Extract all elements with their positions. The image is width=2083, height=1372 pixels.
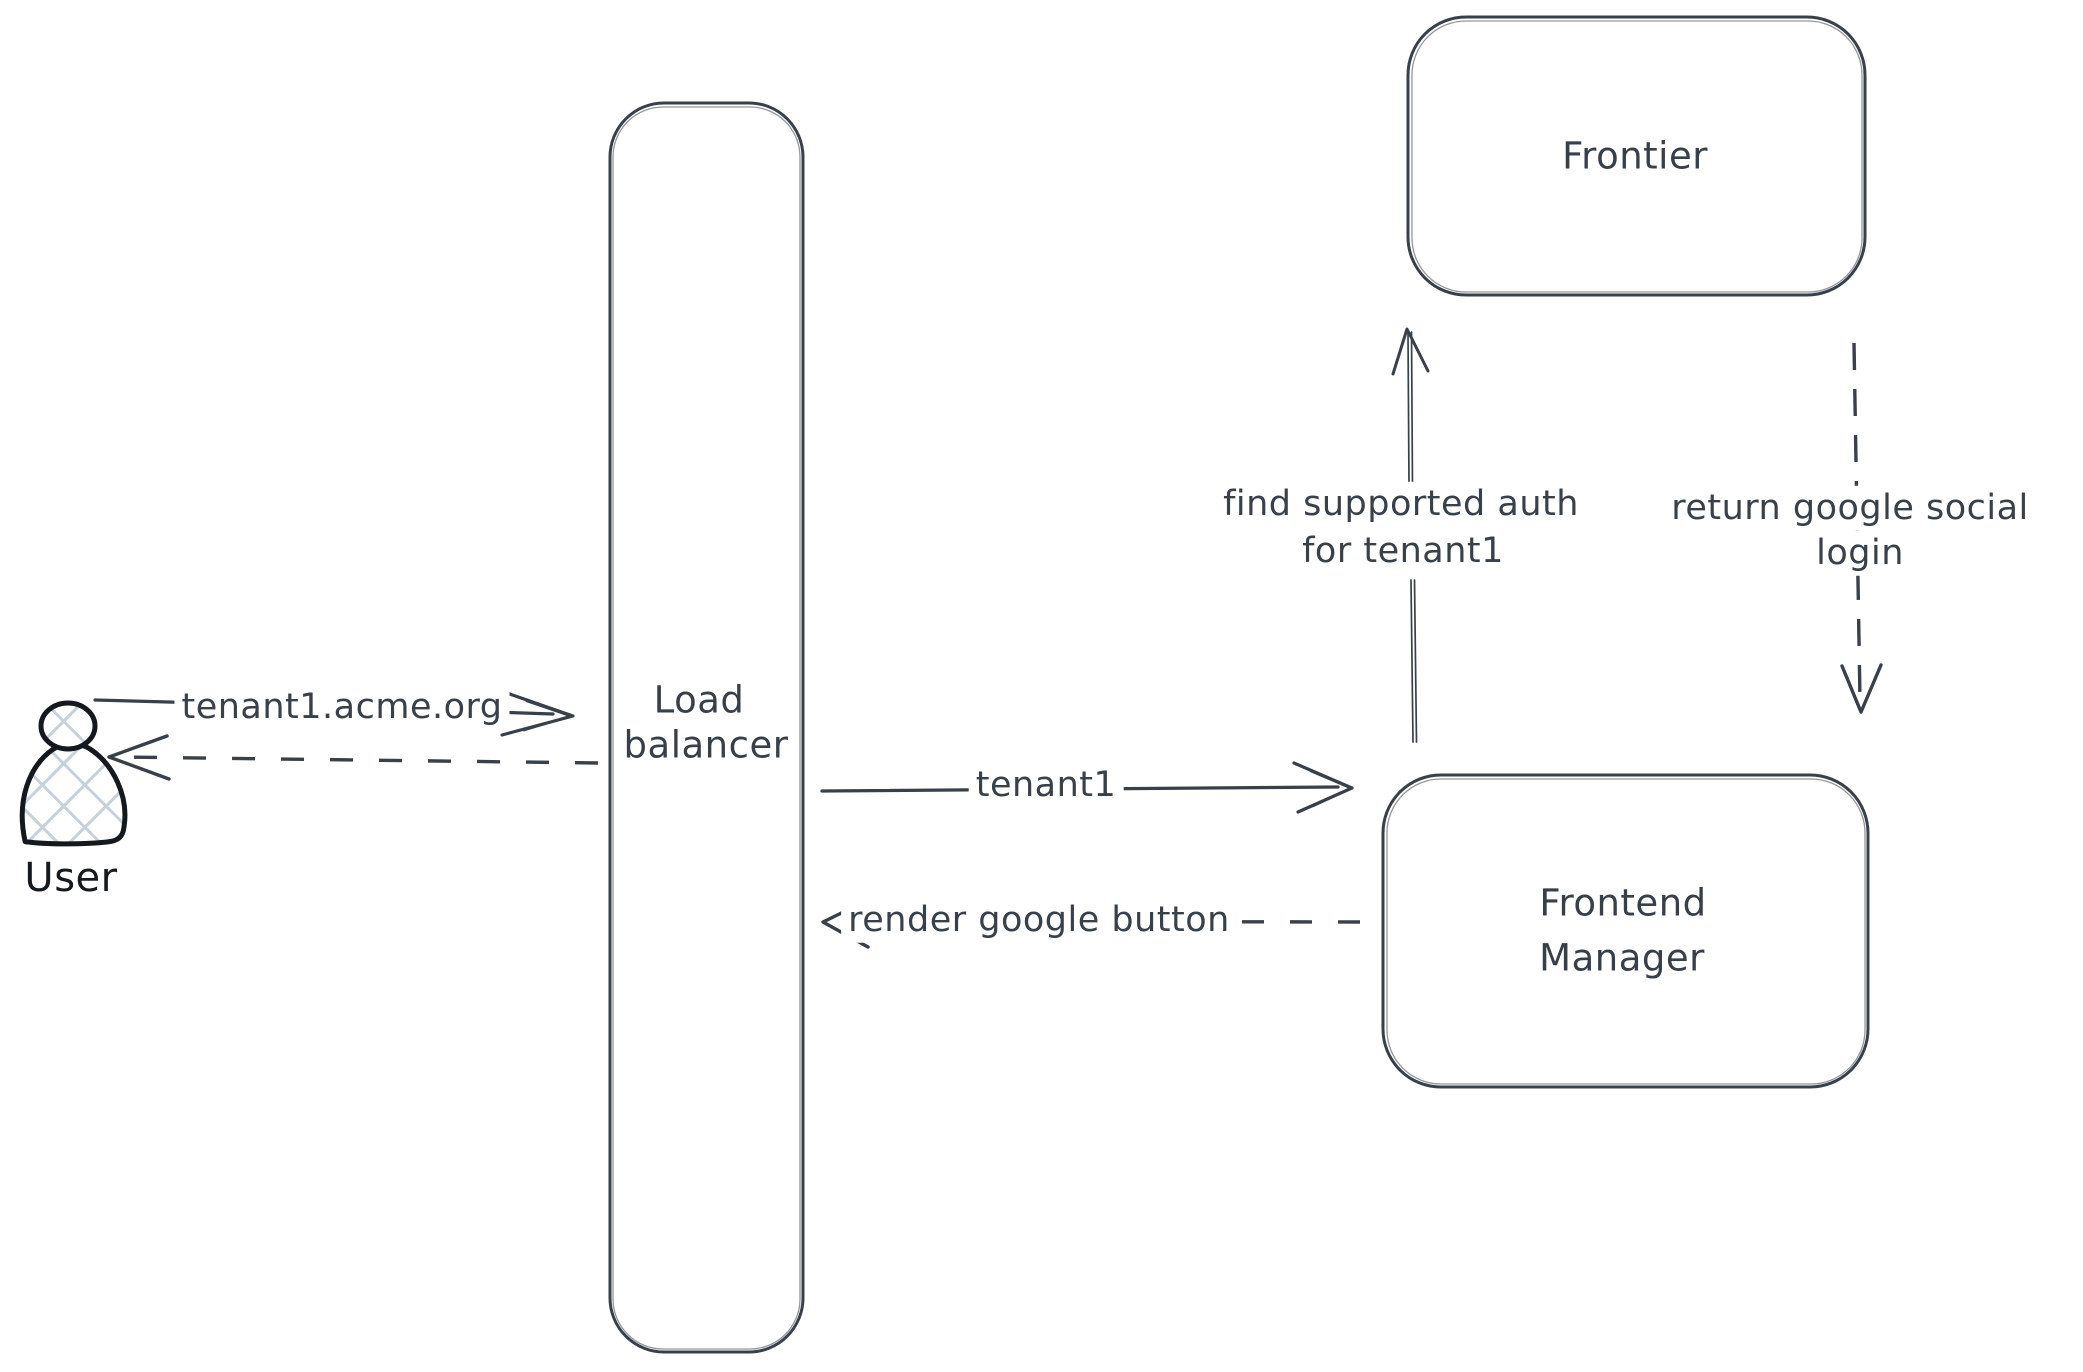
frontier-label: Frontier	[1562, 134, 1708, 178]
node-frontend-manager	[1381, 773, 1870, 1089]
edge-label-render-google-button: render google button	[841, 897, 1237, 943]
node-frontier	[1406, 15, 1867, 297]
edge-label-return-google-social-line1: return google social	[1664, 485, 2036, 531]
user-icon	[19, 700, 128, 847]
edge-label-tenant1-acme-org: tenant1.acme.org	[174, 684, 510, 730]
frontend-manager-label-line1: Frontend	[1539, 881, 1707, 925]
user-body	[19, 741, 128, 847]
load-balancer-label-line2: balancer	[623, 723, 789, 767]
edge-label-find-supported-auth-line2: for tenant1	[1295, 528, 1511, 574]
edge-label-tenant1: tenant1	[968, 762, 1124, 808]
edge-label-find-supported-auth-line1: find supported auth	[1216, 481, 1586, 527]
arrow-fm-to-frontier	[1391, 327, 1430, 743]
user-head	[38, 700, 98, 752]
node-load-balancer	[608, 101, 805, 1354]
user-label: User	[24, 855, 118, 901]
load-balancer-label-line1: Load	[653, 678, 745, 722]
frontend-manager-label-line2: Manager	[1539, 936, 1705, 980]
edge-label-return-google-social-line2: login	[1809, 530, 1911, 576]
arrow-lb-to-user	[107, 734, 599, 781]
arrow-frontier-to-fm	[1840, 342, 1883, 714]
